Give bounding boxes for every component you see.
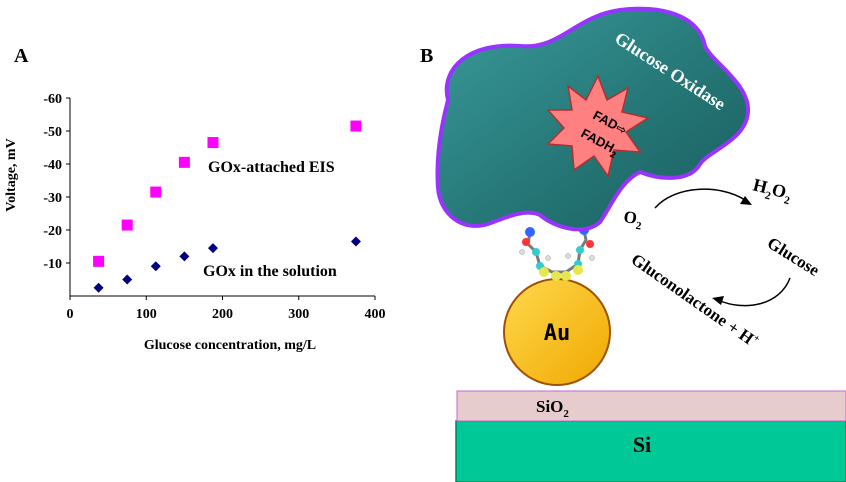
- glucose-label: Glucose: [764, 233, 823, 280]
- sio2-layer: [456, 390, 846, 422]
- point-gox-attached: [93, 255, 105, 267]
- y-tick-label: -20: [43, 224, 62, 239]
- point-gox-solution: [207, 243, 218, 254]
- point-gox-attached: [121, 219, 133, 231]
- gold-label: Au: [544, 321, 571, 346]
- x-axis-label: Glucose concentration, mg/L: [144, 338, 316, 353]
- point-gox-attached: [150, 186, 162, 198]
- x-tick-label: 400: [365, 307, 386, 322]
- reaction-arrow-upper: [654, 188, 746, 209]
- fad-burst: [546, 74, 650, 178]
- x-tick-label: 300: [288, 307, 309, 322]
- series-label-solution: GOx in the solution: [203, 263, 337, 280]
- h2o2-label: H2O2: [750, 174, 794, 207]
- reaction-arrowhead-lower: [712, 296, 724, 305]
- y-tick-label: -50: [43, 125, 62, 140]
- series-label-attached: GOx-attached EIS: [208, 159, 335, 176]
- y-tick-label: -30: [43, 191, 62, 206]
- gluconolactone-label: Gluconolactone + H+: [628, 250, 762, 352]
- panel-b-letter: B: [420, 45, 433, 67]
- point-gox-solution: [350, 236, 361, 247]
- y-tick-label: -10: [43, 257, 62, 272]
- point-gox-solution: [179, 251, 190, 262]
- point-gox-solution: [93, 282, 104, 293]
- panel-b: B Si SiO2 Au: [420, 6, 846, 482]
- x-tick-label: 200: [212, 307, 233, 322]
- point-gox-solution: [122, 274, 133, 285]
- point-gox-solution: [150, 261, 161, 272]
- point-gox-attached: [207, 137, 219, 149]
- reaction-arrowhead-upper: [740, 196, 752, 205]
- linker-molecule: [519, 225, 595, 281]
- y-axis-label: Voltage, mV: [4, 138, 19, 211]
- x-tick-label: 0: [67, 307, 74, 322]
- panel-a-letter: A: [14, 45, 29, 67]
- sio2-label: SiO2: [536, 397, 569, 420]
- y-tick-label: -40: [43, 158, 62, 173]
- plot-area: -10 -20 -30 -40 -50 -60 0 100 200 300 400: [43, 92, 385, 322]
- o2-label: O2: [622, 207, 644, 232]
- point-gox-attached: [350, 120, 362, 132]
- reaction-arrow-lower: [717, 277, 791, 307]
- y-tick-label: -60: [43, 92, 62, 107]
- x-tick-label: 100: [136, 307, 157, 322]
- si-label: Si: [633, 432, 651, 457]
- point-gox-attached: [178, 156, 190, 168]
- panel-a: A Voltage, mV -10 -20 -30 -40 -50 -60 0 100 200 3…: [4, 45, 386, 353]
